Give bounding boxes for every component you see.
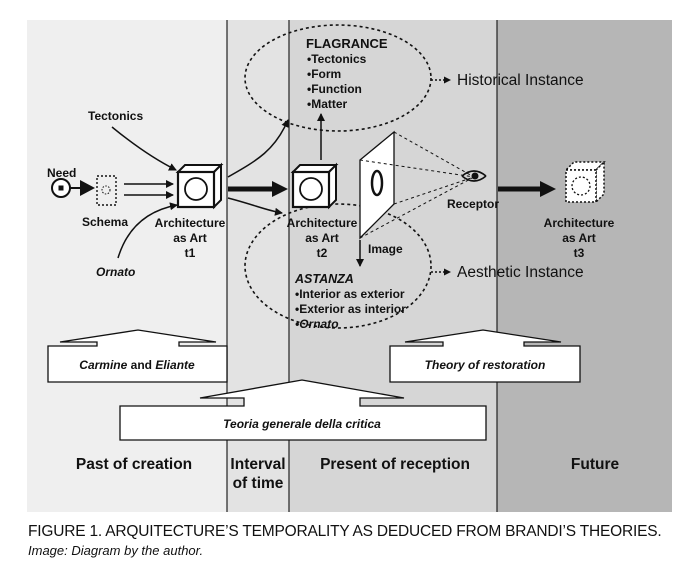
tectonics-label: Tectonics <box>88 109 143 123</box>
need-label: Need <box>47 166 76 180</box>
astanza-item: •Interior as exterior <box>295 287 405 301</box>
architecture-cube-t3 <box>564 160 606 204</box>
object-t2-label: as Art <box>305 231 339 245</box>
architecture-cube-t2 <box>290 162 339 210</box>
object-t1-label: Architecture <box>155 216 226 230</box>
flagrance-item: •Tectonics <box>307 52 367 66</box>
figure-caption: FIGURE 1. ARQUITECTURE’S TEMPORALITY AS … <box>28 523 662 540</box>
eye-icon <box>461 170 487 182</box>
teoria-generale-block <box>119 379 487 441</box>
astanza-item-ornato: •Ornato <box>295 317 339 331</box>
image-plane-glyph <box>370 169 384 197</box>
carmine-eliante-label: Carmine and Eliante <box>79 358 195 372</box>
object-t3-label: Architecture <box>544 216 615 230</box>
t1-to-astanza-arrow <box>227 197 283 216</box>
need-arrowhead <box>80 180 95 196</box>
teoria-generale-label: Teoria generale della critica <box>223 417 381 431</box>
schema-label: Schema <box>82 215 128 229</box>
theory-restoration-block <box>389 329 581 383</box>
flagrance-item: •Matter <box>307 97 348 111</box>
receptor-label: Receptor <box>447 197 499 211</box>
need-node-core <box>58 185 64 191</box>
flagrance-ellipse <box>244 24 432 132</box>
theory-restoration-label: Theory of restoration <box>425 358 546 372</box>
object-t3-label: as Art <box>562 231 596 245</box>
astanza-ellipse <box>244 203 432 329</box>
main-time-arrowhead <box>272 181 288 197</box>
sight-line <box>393 176 475 205</box>
object-t3-label: t3 <box>574 246 585 260</box>
object-t2-label: Architecture <box>287 216 358 230</box>
astanza-title: ASTANZA <box>294 272 354 286</box>
flagrance-item: •Form <box>307 67 341 81</box>
zone-label-interval: of time <box>233 475 284 492</box>
future-arrowhead <box>540 181 556 197</box>
flagrance-item: •Function <box>307 82 362 96</box>
object-t1-label: t1 <box>185 246 196 260</box>
astanza-item: •Exterior as interior <box>295 302 406 316</box>
object-t2-label: t2 <box>317 246 328 260</box>
historical-instance-label: Historical Instance <box>457 72 584 89</box>
schema-box <box>96 175 117 206</box>
brandi-temporality-diagram: FLAGRANCE •Tectonics •Form •Function •Ma… <box>27 20 672 512</box>
image-label: Image <box>368 242 403 256</box>
sight-line <box>359 159 475 178</box>
zone-future-bg <box>497 20 672 512</box>
aesthetic-instance-label: Aesthetic Instance <box>457 264 584 281</box>
figure-credit: Image: Diagram by the author. <box>28 543 204 558</box>
ornato-label: Ornato <box>96 265 135 279</box>
zone-label-present: Present of reception <box>320 456 470 473</box>
ornato-arrow <box>117 202 178 259</box>
zone-label-future: Future <box>571 456 620 473</box>
architecture-cube-t1 <box>175 162 224 210</box>
tectonics-arrow <box>111 126 177 171</box>
schema-dot <box>101 185 111 195</box>
zone-label-interval: Interval <box>230 456 285 473</box>
flagrance-title: FLAGRANCE <box>306 36 388 51</box>
zone-label-past: Past of creation <box>76 456 192 473</box>
t1-to-flagrance-arrow <box>227 119 289 178</box>
object-t1-label: as Art <box>173 231 207 245</box>
carmine-eliante-block <box>47 329 228 383</box>
